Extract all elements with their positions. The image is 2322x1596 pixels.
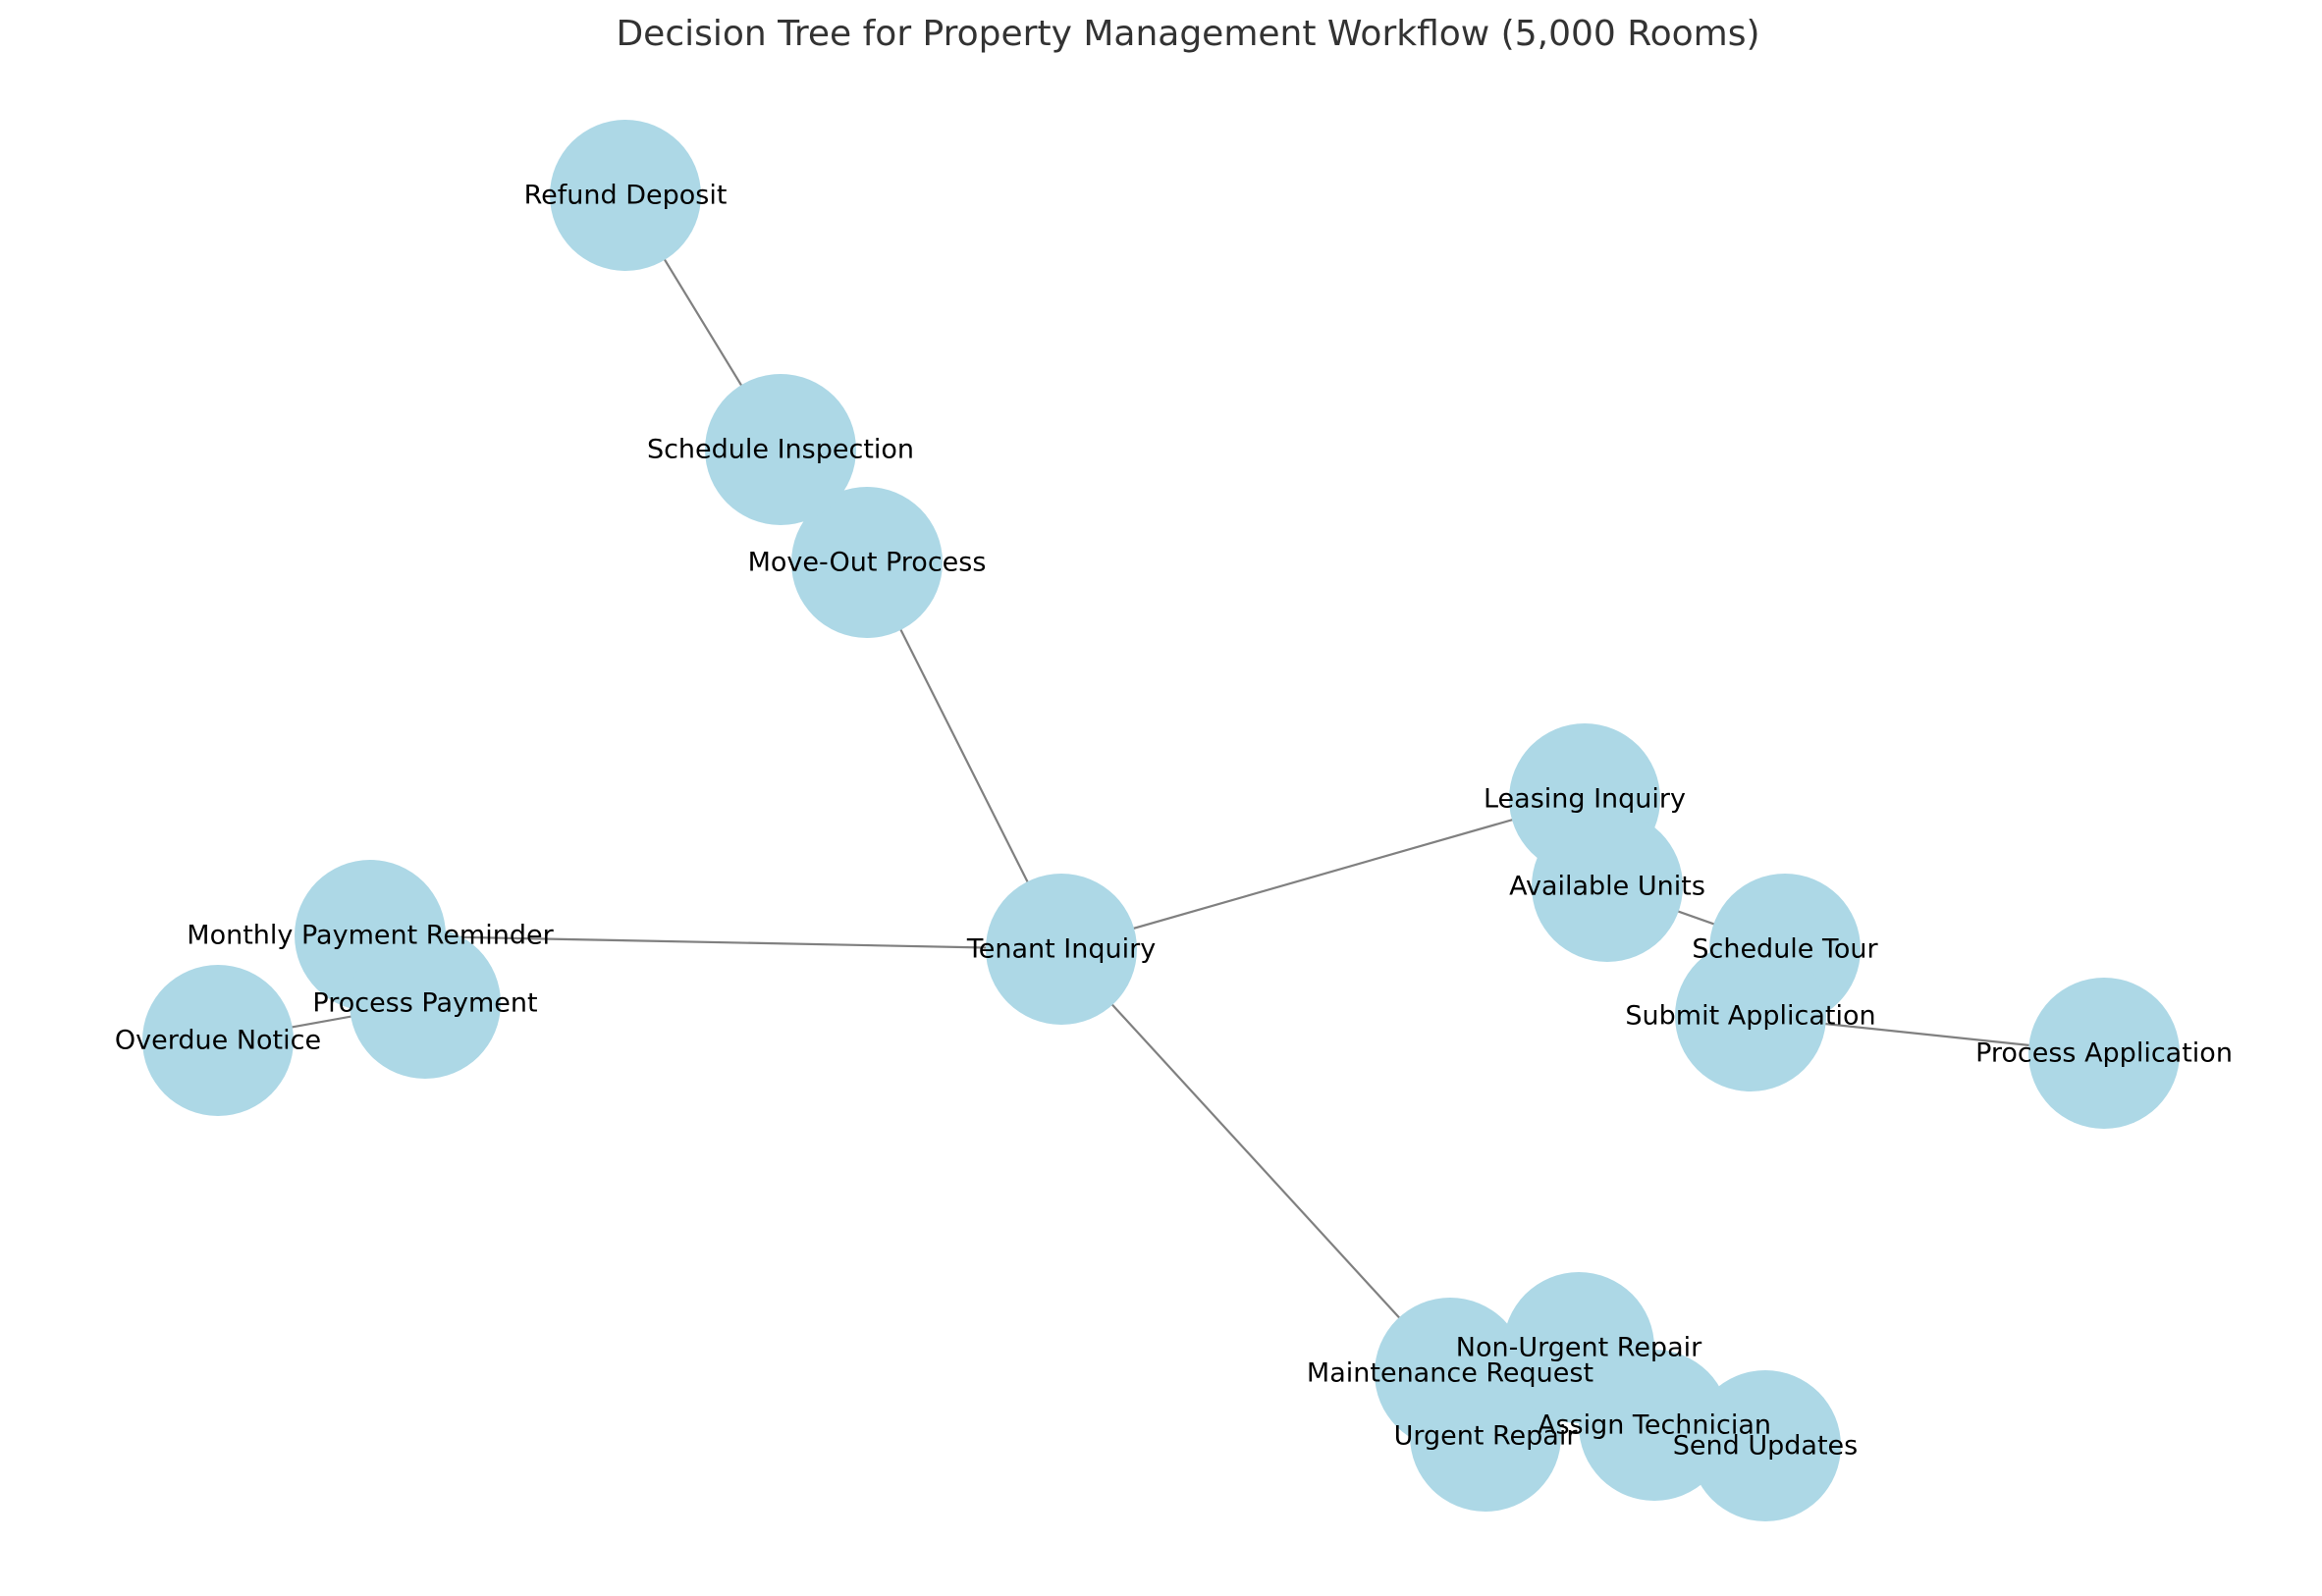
node-label-leasing-inquiry: Leasing Inquiry [1484, 784, 1686, 815]
nodes-layer [142, 120, 2180, 1521]
node-label-overdue-notice: Overdue Notice [115, 1026, 321, 1056]
node-label-monthly-payment-reminder: Monthly Payment Reminder [187, 921, 554, 951]
node-label-tenant-inquiry: Tenant Inquiry [966, 934, 1156, 965]
node-label-schedule-inspection: Schedule Inspection [647, 435, 914, 465]
edge-tenant-inquiry--monthly-payment-reminder [369, 933, 1062, 951]
node-label-non-urgent-repair: Non-Urgent Repair [1456, 1333, 1702, 1363]
node-label-urgent-repair: Urgent Repair [1394, 1421, 1579, 1452]
node-label-move-out-process: Move-Out Process [748, 548, 987, 578]
node-label-refund-deposit: Refund Deposit [524, 181, 728, 211]
node-send-updates [1690, 1370, 1841, 1521]
node-label-submit-application: Submit Application [1625, 1001, 1875, 1032]
node-overdue-notice [142, 965, 294, 1116]
node-refund-deposit [550, 120, 701, 271]
node-process-application [2028, 978, 2180, 1129]
node-label-assign-technician: Assign Technician [1538, 1410, 1771, 1441]
node-label-process-application: Process Application [1975, 1038, 2233, 1069]
node-schedule-inspection [705, 374, 856, 525]
edge-tenant-inquiry--maintenance-request [1060, 948, 1451, 1374]
edge-tenant-inquiry--leasing-inquiry [1060, 797, 1586, 951]
node-submit-application [1675, 940, 1826, 1091]
node-available-units [1532, 811, 1683, 962]
node-tenant-inquiry [986, 874, 1137, 1025]
edges-layer [217, 194, 2105, 1448]
node-label-schedule-tour: Schedule Tour [1692, 934, 1878, 965]
node-process-payment [350, 928, 501, 1079]
node-label-maintenance-request: Maintenance Request [1307, 1358, 1593, 1389]
node-label-send-updates: Send Updates [1673, 1431, 1858, 1462]
node-move-out-process [791, 487, 943, 638]
chart-title: Decision Tree for Property Management Wo… [616, 14, 1760, 54]
node-label-process-payment: Process Payment [312, 988, 537, 1019]
node-label-available-units: Available Units [1509, 872, 1705, 902]
